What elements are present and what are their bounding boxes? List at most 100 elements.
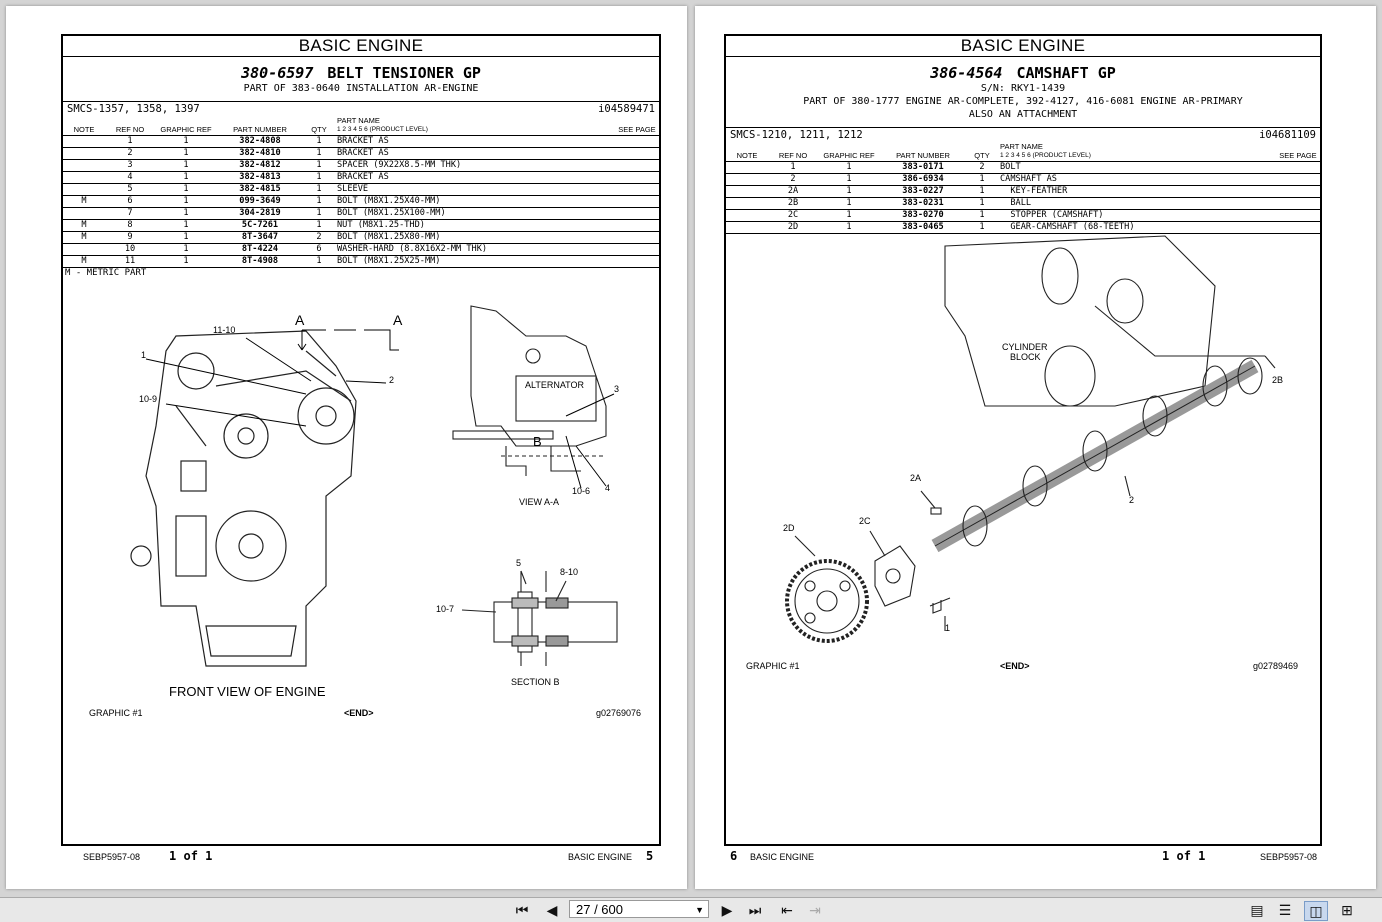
prev-page-icon[interactable]: ◀ [546,902,558,918]
cell-qty: 2 [303,231,335,244]
cell-graphic: 1 [155,183,217,196]
next-page-icon[interactable]: ▶ [721,902,733,918]
label-2c: 2C [859,516,871,526]
cell-name: BOLT (M8X1.25X40-MM) [335,195,615,208]
cell-see-page [1276,185,1320,198]
col-part-number: PART NUMBER [880,142,966,162]
cell-see-page [1276,173,1320,186]
cell-ref: 2 [105,147,155,160]
cell-qty: 1 [303,147,335,160]
cell-qty: 1 [303,219,335,232]
footer-section: BASIC ENGINE [750,852,815,862]
graphic-id: g02789469 [1253,661,1299,671]
page-header: BASIC ENGINE [726,36,1320,57]
cell-name: CAMSHAFT AS [998,173,1276,186]
cell-graphic: 1 [155,219,217,232]
label-1: 1 [141,350,147,360]
cell-note [726,209,768,222]
cell-qty: 1 [303,183,335,196]
doc-id: i04589471 [598,103,655,115]
col-see-page: SEE PAGE [1276,142,1320,162]
single-page-icon[interactable]: ▤ [1250,902,1264,918]
cell-graphic: 1 [818,197,880,210]
continuous-icon[interactable]: ☰ [1278,902,1292,918]
cell-see-page [615,159,659,172]
label-1: 1 [945,623,951,633]
cell-part: 383-0171 [880,161,966,174]
cell-graphic: 1 [155,135,217,148]
two-page-continuous-icon[interactable]: ⊞ [1341,902,1353,918]
cell-part: 382-4815 [217,183,303,196]
graphic-label: GRAPHIC #1 [89,708,143,718]
group-name: CAMSHAFT GP [1016,64,1116,82]
cell-ref: 2A [768,185,818,198]
label-2d: 2D [783,523,795,533]
end-marker: <END> [344,708,374,718]
cell-qty: 1 [303,195,335,208]
cell-note [63,171,105,184]
last-page-icon[interactable]: ⏭ [748,902,762,918]
back-view-icon[interactable]: ⇤ [781,902,793,918]
label-2: 2 [1129,495,1135,505]
label-5: 5 [516,558,522,568]
cell-part: 8T-4908 [217,255,303,268]
cell-note [63,183,105,196]
cell-name: SPACER (9X22X8.5-MM THK) [335,159,615,172]
cell-note [63,135,105,148]
cell-ref: 11 [105,255,155,268]
smcs-codes: SMCS-1357, 1358, 1397 [67,103,200,115]
label-10-9: 10-9 [139,394,158,404]
label-8-10: 8-10 [560,567,579,577]
col-graphic: GRAPHIC REF [818,142,880,162]
label-2b: 2B [1272,375,1284,385]
cell-part: 382-4813 [217,171,303,184]
forward-view-icon[interactable]: ⇥ [809,902,821,918]
cell-ref: 2 [768,173,818,186]
page-number-input[interactable]: 27 / 600▼ [569,900,709,918]
two-page-icon[interactable]: ◫ [1304,901,1328,921]
cell-name: BOLT (M8X1.25X25-MM) [335,255,615,268]
label-cylinder: CYLINDER [1002,342,1048,352]
cell-part: 099-3649 [217,195,303,208]
col-graphic: GRAPHIC REF [155,116,217,136]
cell-note [726,197,768,210]
cell-graphic: 1 [155,231,217,244]
cell-ref: 10 [105,243,155,256]
label-block: BLOCK [1010,352,1041,362]
cell-note [63,243,105,256]
first-page-icon[interactable]: ⏮ [515,902,529,918]
page-header: BASIC ENGINE [63,36,659,57]
cell-part: 382-4808 [217,135,303,148]
parts-table: NOTE REF NO GRAPHIC REF PART NUMBER QTY … [726,142,1320,234]
serial-number: S/N: RKY1-1439 [980,83,1066,94]
cell-name: WASHER-HARD (8.8X16X2-MM THK) [335,243,615,256]
viewer-toolbar: ⏮ ◀ 27 / 600▼ ▶ ⏭ ⇤ ⇥ ▤ ☰ ◫ ⊞ [0,897,1382,922]
cell-name: BALL [998,197,1276,210]
smcs-row: SMCS-1357, 1358, 1397 i04589471 [63,101,659,116]
col-note: NOTE [63,116,105,136]
cell-name: BRACKET AS [335,147,615,160]
chevron-down-icon[interactable]: ▼ [695,905,704,915]
label-2: 2 [389,375,395,385]
cell-graphic: 1 [818,221,880,234]
cell-see-page [1276,209,1320,222]
label-a-left: A [295,312,305,328]
cell-ref: 7 [105,207,155,220]
cell-note [726,173,768,186]
